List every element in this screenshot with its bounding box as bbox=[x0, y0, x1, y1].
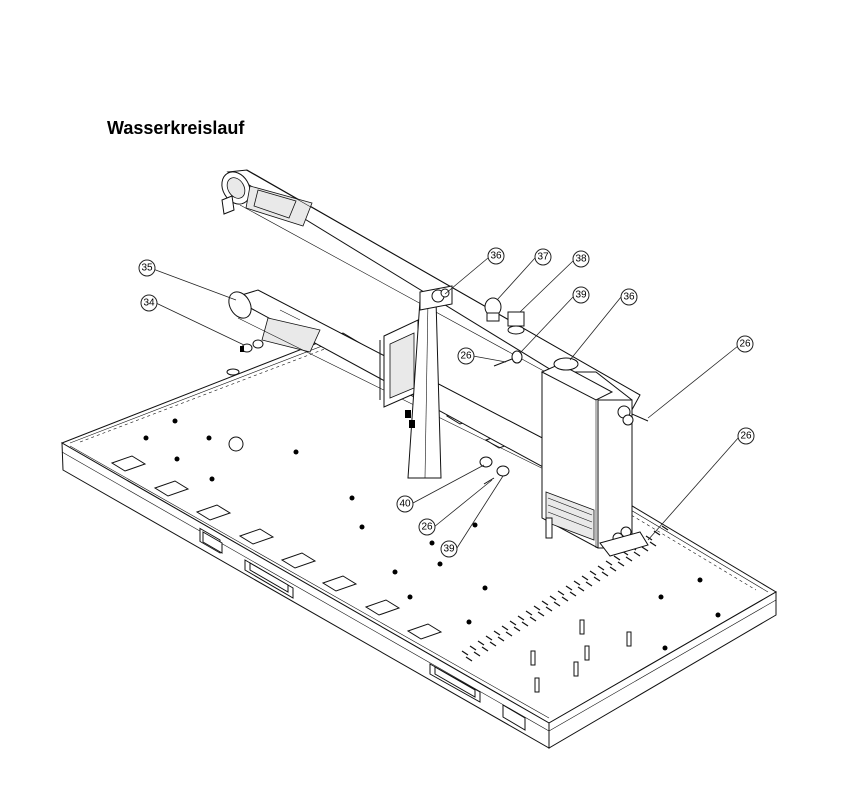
control-box bbox=[379, 319, 419, 408]
callout-26: 26 bbox=[457, 347, 475, 365]
callout-36: 36 bbox=[620, 288, 638, 306]
callout-40: 40 bbox=[396, 495, 414, 513]
leader-lines bbox=[152, 257, 740, 549]
svg-text:39: 39 bbox=[443, 544, 455, 555]
svg-text:40: 40 bbox=[399, 499, 411, 510]
callout-36: 36 bbox=[487, 247, 505, 265]
callout-38: 38 bbox=[572, 250, 590, 268]
svg-text:39: 39 bbox=[575, 290, 587, 301]
vertical-support bbox=[405, 285, 453, 479]
svg-text:34: 34 bbox=[143, 298, 155, 309]
svg-text:36: 36 bbox=[490, 251, 502, 262]
callout-35: 35 bbox=[138, 259, 156, 277]
vent-grille bbox=[461, 525, 669, 662]
page-title: Wasserkreislauf bbox=[107, 118, 245, 138]
callout-37: 37 bbox=[534, 248, 552, 266]
base-holes bbox=[143, 368, 721, 651]
callout-34: 34 bbox=[140, 294, 158, 312]
standoff-pins bbox=[530, 619, 632, 693]
svg-text:38: 38 bbox=[575, 254, 587, 265]
callout-39: 39 bbox=[572, 286, 590, 304]
svg-text:36: 36 bbox=[623, 292, 635, 303]
callout-39: 39 bbox=[440, 540, 458, 558]
svg-text:37: 37 bbox=[537, 252, 549, 263]
heat-exchanger bbox=[540, 357, 649, 557]
callout-26: 26 bbox=[736, 335, 754, 353]
svg-text:26: 26 bbox=[421, 522, 433, 533]
callout-26: 26 bbox=[737, 427, 755, 445]
svg-text:35: 35 bbox=[141, 263, 153, 274]
svg-text:26: 26 bbox=[739, 339, 751, 350]
svg-text:26: 26 bbox=[740, 431, 752, 442]
svg-text:26: 26 bbox=[460, 351, 472, 362]
callout-26: 26 bbox=[418, 518, 436, 536]
